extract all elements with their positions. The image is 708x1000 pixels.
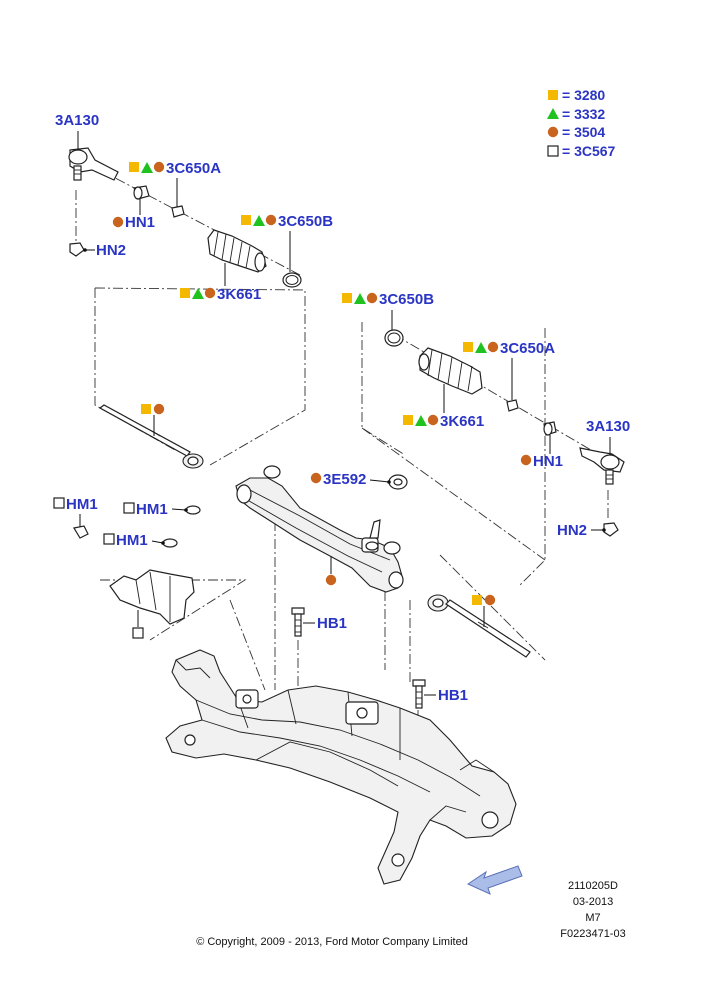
label-3c650a-left: 3C650A [166, 160, 221, 177]
clamp-right [384, 329, 404, 347]
label-hb1-a: HB1 [317, 615, 347, 632]
front-subframe [165, 649, 517, 885]
label-hn2-left: HN2 [96, 242, 126, 259]
legend-item-outline-square: = 3C567 [547, 143, 616, 159]
dash-lines [75, 169, 609, 770]
mount-bushing-3e592 [388, 474, 408, 490]
copyright: © Copyright, 2009 - 2013, Ford Motor Com… [196, 936, 468, 948]
label-hm1-a: HM1 [66, 496, 98, 513]
boot-left [207, 229, 267, 273]
footer-code-1: 2110205D [568, 880, 618, 892]
tie-rod-end-right [579, 447, 625, 485]
label-3c650a-right: 3C650A [500, 340, 555, 357]
label-3a130-right: 3A130 [586, 418, 630, 435]
legend-item-circle: = 3504 [547, 124, 605, 140]
label-hb1-b: HB1 [438, 687, 468, 704]
inner-tie-rod-right [427, 594, 531, 658]
label-3e592: 3E592 [323, 471, 366, 488]
label-3c650b-right: 3C650B [379, 291, 434, 308]
label-3c650b-left: 3C650B [278, 213, 333, 230]
footer-code-4: F0223471-03 [560, 928, 625, 940]
nut-hn1-right [543, 421, 557, 436]
nut-hn2-right [603, 522, 619, 537]
label-hn1-left: HN1 [125, 214, 155, 231]
nut-hn2-left [69, 242, 85, 257]
legend-item-square: = 3280 [548, 87, 605, 103]
footer-code-2: 03-2013 [573, 896, 613, 908]
label-3a130-left: 3A130 [55, 112, 99, 129]
legend-text-3332: = 3332 [562, 106, 605, 122]
hm1-clip-a [73, 525, 89, 539]
hm1-clip-c [162, 538, 178, 548]
forward-direction-arrow [466, 865, 523, 895]
label-hm1-b: HM1 [136, 501, 168, 518]
clamp-left [282, 272, 302, 288]
legend-item-triangle: = 3332 [547, 106, 605, 122]
legend: = 3280 = 3332 = 3504 = 3C567 [547, 87, 616, 159]
label-hm1-c: HM1 [116, 532, 148, 549]
label-3k661-left: 3K661 [217, 286, 261, 303]
bolt-hb1-a [291, 607, 305, 637]
heat-shield-bracket [109, 569, 195, 625]
legend-text-3504: = 3504 [562, 124, 605, 140]
boot-right [418, 347, 483, 395]
footer-code-3: M7 [585, 912, 600, 924]
label-3k661-right: 3K661 [440, 413, 484, 430]
bolt-hb1-b [412, 679, 426, 709]
jam-nut-right [506, 399, 519, 412]
nut-hn1-left [133, 185, 150, 200]
steering-rack-housing [235, 465, 404, 593]
legend-text-3280: = 3280 [562, 87, 605, 103]
tie-rod-end-left [68, 147, 119, 181]
label-hn2-right: HN2 [557, 522, 587, 539]
label-hn1-right: HN1 [533, 453, 563, 470]
legend-text-3C567: = 3C567 [562, 143, 616, 159]
jam-nut-left [171, 205, 185, 218]
hm1-clip-b [185, 505, 201, 515]
inner-tie-rod-left [98, 404, 204, 469]
footer: 2110205D 03-2013 M7 F0223471-03 © Copyri… [196, 880, 626, 948]
